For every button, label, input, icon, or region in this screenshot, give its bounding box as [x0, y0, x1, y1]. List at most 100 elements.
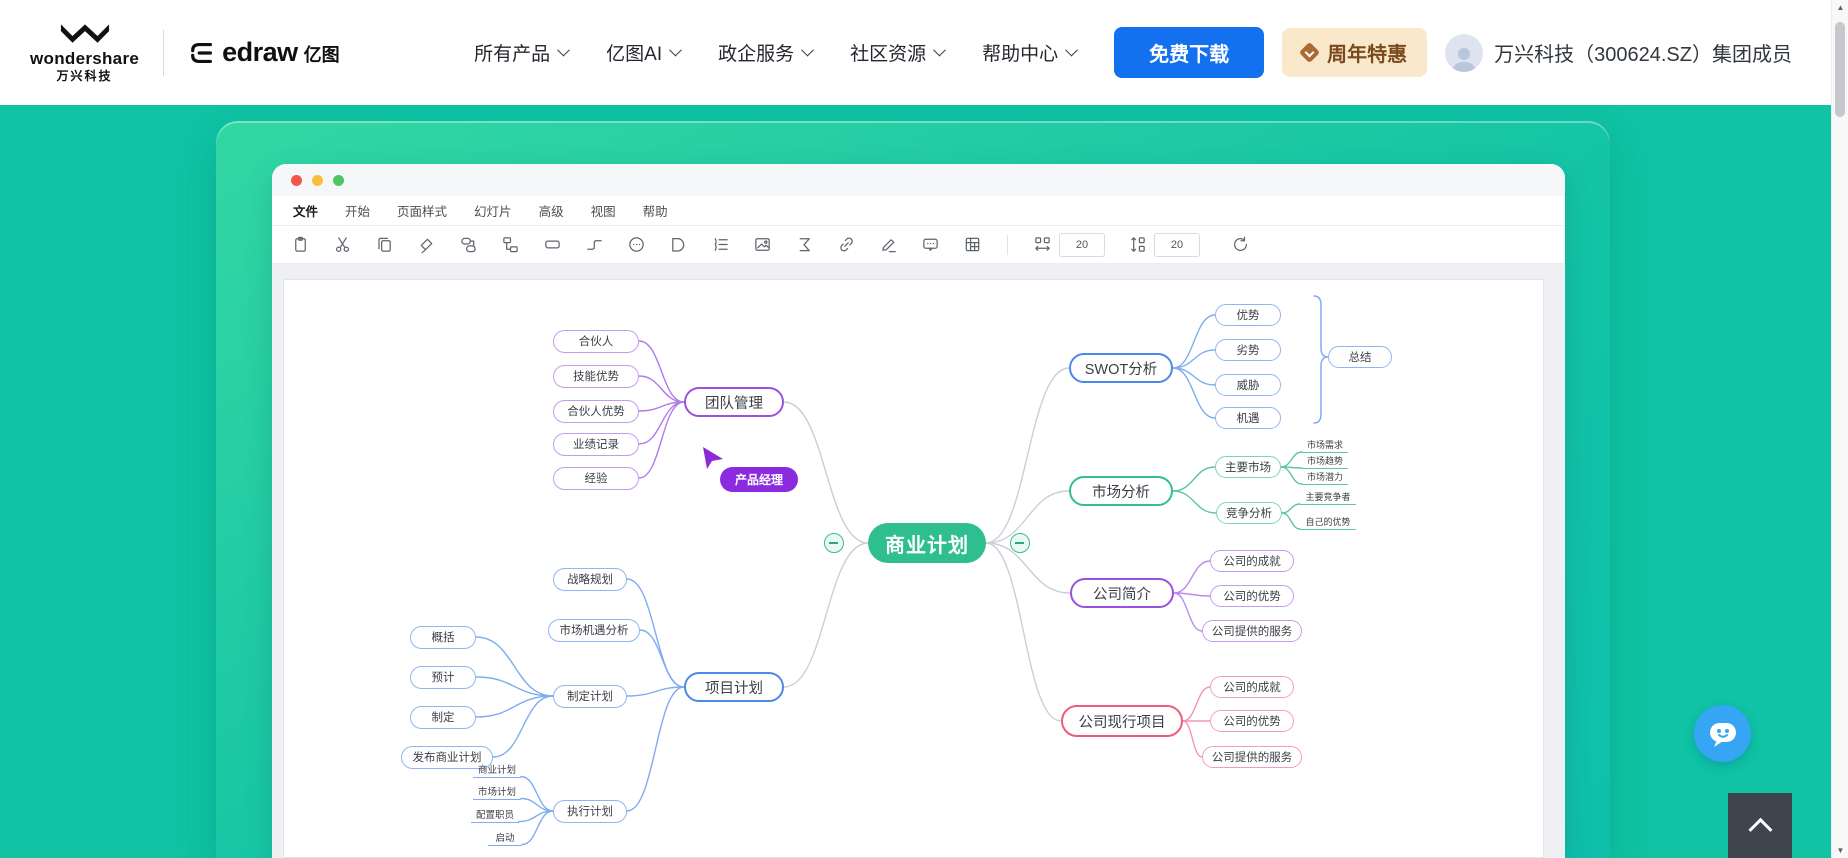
mindmap-node-jy[interactable]: 经验	[553, 466, 639, 490]
mindmap-node-fb[interactable]: 发布商业计划	[401, 745, 493, 769]
mindmap-node-jiyu[interactable]: 机遇	[1215, 407, 1281, 429]
pen-icon[interactable]	[879, 235, 898, 254]
menu-help[interactable]: 帮助	[642, 205, 668, 219]
close-window-icon[interactable]	[291, 174, 302, 186]
paste-icon[interactable]	[291, 235, 310, 254]
note-icon[interactable]	[921, 235, 940, 254]
mindmap-node-scql[interactable]: 市场潜力	[1302, 472, 1348, 485]
mindmap-node-qd[interactable]: 启动	[488, 833, 522, 846]
minimize-window-icon[interactable]	[312, 174, 323, 186]
mindmap-node-scfx[interactable]: 市场分析	[1069, 476, 1173, 506]
scrollbar-down-icon[interactable]: ▼	[1836, 846, 1845, 855]
outline-icon[interactable]	[711, 235, 730, 254]
mindmap-node-fw1[interactable]: 公司提供的服务	[1202, 620, 1302, 642]
collapse-branch-button[interactable]	[824, 533, 844, 553]
mindmap-node-ysh2[interactable]: 公司的优势	[1210, 710, 1294, 732]
user-avatar[interactable]	[1445, 33, 1484, 72]
copy-icon[interactable]	[375, 235, 394, 254]
menu-advanced[interactable]: 高级	[538, 205, 564, 219]
formula-icon[interactable]	[795, 235, 814, 254]
edraw-logo[interactable]: edraw 亿图	[188, 37, 340, 68]
nav-item-community[interactable]: 社区资源	[850, 39, 946, 66]
menu-file[interactable]: 文件	[293, 205, 319, 219]
refresh-icon[interactable]	[1231, 235, 1250, 254]
scrollbar-thumb[interactable]	[1835, 22, 1845, 117]
mindmap-node-root[interactable]: 商业计划	[868, 523, 986, 563]
image-icon[interactable]	[753, 235, 772, 254]
cut-icon[interactable]	[333, 235, 352, 254]
gem-icon	[1299, 41, 1321, 64]
nav-item-help[interactable]: 帮助中心	[982, 39, 1079, 66]
mindmap-node-zj[interactable]: 总结	[1328, 346, 1392, 368]
mindmap-node-wx[interactable]: 威胁	[1215, 374, 1281, 396]
mindmap-node-swot[interactable]: SWOT分析	[1069, 353, 1173, 383]
mindmap-node-xm[interactable]: 项目计划	[684, 672, 784, 702]
maximize-window-icon[interactable]	[333, 174, 344, 186]
scroll-to-top-button[interactable]	[1728, 793, 1792, 858]
mindmap-node-tag[interactable]: 产品经理	[720, 466, 798, 492]
mindmap-node-gsjj[interactable]: 公司简介	[1070, 578, 1174, 608]
nav-item-enterprise[interactable]: 政企服务	[718, 39, 814, 66]
mindmap-node-ysh1[interactable]: 公司的优势	[1210, 585, 1294, 607]
mindmap-node-hhrys[interactable]: 合伙人优势	[553, 399, 639, 423]
mindmap-node-tm[interactable]: 团队管理	[684, 387, 784, 417]
hyperlink-icon[interactable]	[837, 235, 856, 254]
mindmap-node-yjjl[interactable]: 业绩记录	[553, 432, 639, 456]
nav-item-ai[interactable]: 亿图AI	[606, 39, 682, 66]
mindmap-node-ys[interactable]: 优势	[1215, 304, 1281, 326]
mindmap-node-zdjh[interactable]: 制定计划	[553, 684, 627, 708]
free-download-button[interactable]: 免费下载	[1114, 27, 1265, 78]
mindmap-node-scjy[interactable]: 市场机遇分析	[548, 618, 640, 642]
mindmap-node-lsh[interactable]: 劣势	[1215, 339, 1281, 361]
nav-item-products[interactable]: 所有产品	[474, 39, 571, 66]
mindmap-node-zyjzz[interactable]: 主要竞争者	[1300, 492, 1356, 505]
shape-icon[interactable]	[669, 235, 688, 254]
mindmap-node-hhr[interactable]: 合伙人	[553, 329, 639, 353]
browser-scrollbar[interactable]: ▲ ▼	[1831, 0, 1848, 858]
shapes-icon[interactable]	[459, 235, 478, 254]
mindmap-node-jnys[interactable]: 技能优势	[553, 364, 639, 388]
mindmap-node-zdg[interactable]: 制定	[410, 705, 476, 729]
menu-home[interactable]: 开始	[345, 205, 371, 219]
v-spacing-input[interactable]	[1154, 232, 1200, 257]
user-account-label: 万兴科技（300624.SZ）集团成员	[1494, 44, 1792, 66]
mindmap-node-pzzy[interactable]: 配置职员	[471, 810, 519, 823]
table-icon[interactable]	[963, 235, 982, 254]
mindmap-node-jzfx[interactable]: 竞争分析	[1216, 502, 1282, 524]
horizontal-spacing-icon	[1033, 235, 1052, 254]
anniversary-promo-badge[interactable]: 周年特惠	[1282, 28, 1428, 77]
menu-view[interactable]: 视图	[590, 205, 616, 219]
mindmap-node-zxjh[interactable]: 执行计划	[553, 799, 627, 823]
rectangle-icon[interactable]	[543, 235, 562, 254]
wondershare-mark-icon	[60, 24, 109, 43]
mindmap-node-fw2[interactable]: 公司提供的服务	[1202, 746, 1302, 768]
mindmap-node-syjh[interactable]: 商业计划	[473, 765, 521, 778]
scrollbar-up-icon[interactable]: ▲	[1836, 3, 1845, 12]
comment-icon[interactable]	[627, 235, 646, 254]
v-spacing-group	[1128, 232, 1200, 257]
chevron-down-icon	[557, 43, 571, 56]
h-spacing-input[interactable]	[1059, 232, 1105, 257]
site-header: wondershare 万兴科技 edraw 亿图 所有产品 亿图AI 政企服务…	[0, 0, 1848, 105]
window-titlebar	[272, 164, 1565, 196]
mindmap-node-scqs[interactable]: 市场趋势	[1302, 456, 1348, 469]
mindmap-node-cj2[interactable]: 公司的成就	[1210, 676, 1294, 698]
mindmap-node-scxq[interactable]: 市场需求	[1302, 440, 1348, 453]
mindmap-node-xiang[interactable]: 公司现行项目	[1061, 705, 1183, 737]
menu-page-style[interactable]: 页面样式	[397, 205, 448, 219]
wondershare-logo[interactable]: wondershare 万兴科技	[30, 23, 139, 82]
connector-icon[interactable]	[585, 235, 604, 254]
mindmap-node-cj1[interactable]: 公司的成就	[1210, 550, 1294, 572]
mindmap-node-gk[interactable]: 概括	[410, 625, 476, 649]
menu-slides[interactable]: 幻灯片	[474, 205, 512, 219]
mindmap-node-zjys[interactable]: 自己的优势	[1300, 517, 1356, 530]
org-chart-icon[interactable]	[501, 235, 520, 254]
mindmap-node-zlgh[interactable]: 战略规划	[553, 567, 627, 591]
collapse-branch-button[interactable]	[1010, 533, 1030, 553]
mindmap-node-shcjh[interactable]: 市场计划	[473, 787, 521, 800]
customer-service-chat-button[interactable]	[1694, 705, 1751, 762]
format-painter-icon[interactable]	[417, 235, 436, 254]
mindmap-node-zysc[interactable]: 主要市场	[1215, 456, 1281, 478]
mindmap-node-yjc[interactable]: 预计	[410, 665, 476, 689]
